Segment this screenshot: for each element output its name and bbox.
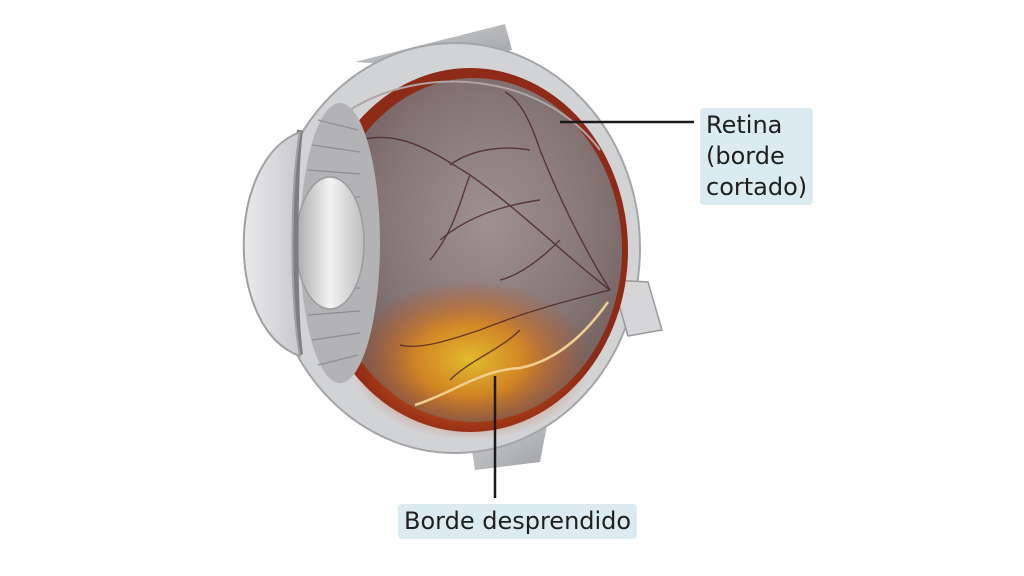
retina-label-line1: Retina — [706, 111, 783, 139]
detachment-glow — [350, 280, 590, 440]
detached-retina-edge — [414, 301, 610, 407]
retina-label: Retina (borde cortado) — [700, 108, 814, 205]
cornea — [242, 130, 302, 358]
retina-label-line3: cortado) — [706, 173, 808, 201]
lens — [295, 176, 365, 310]
retina-label-line2: (borde — [706, 142, 785, 170]
optic-nerve — [610, 279, 663, 337]
retinal-vessels — [359, 91, 611, 381]
detached-edge-label: Borde desprendido — [398, 504, 638, 539]
